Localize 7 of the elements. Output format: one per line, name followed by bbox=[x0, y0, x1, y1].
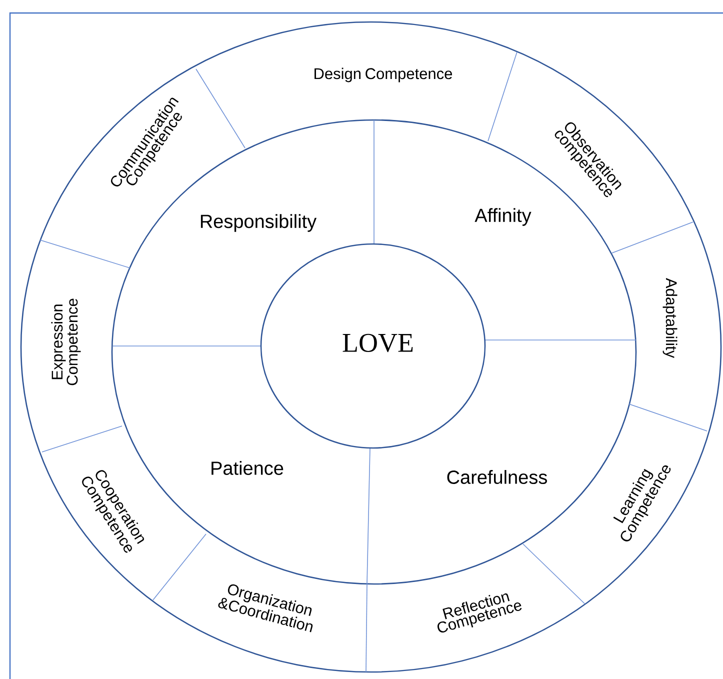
sector-label: Design Competence bbox=[314, 68, 452, 82]
sector-label: Affinity bbox=[474, 208, 532, 226]
sector-label: Responsibility bbox=[200, 214, 317, 232]
sector-label: Expression Competence bbox=[51, 298, 81, 386]
sector-label: Patience bbox=[212, 461, 284, 475]
sector-label: Adaptability bbox=[662, 278, 678, 358]
sector-label: Carefulness bbox=[447, 470, 547, 484]
